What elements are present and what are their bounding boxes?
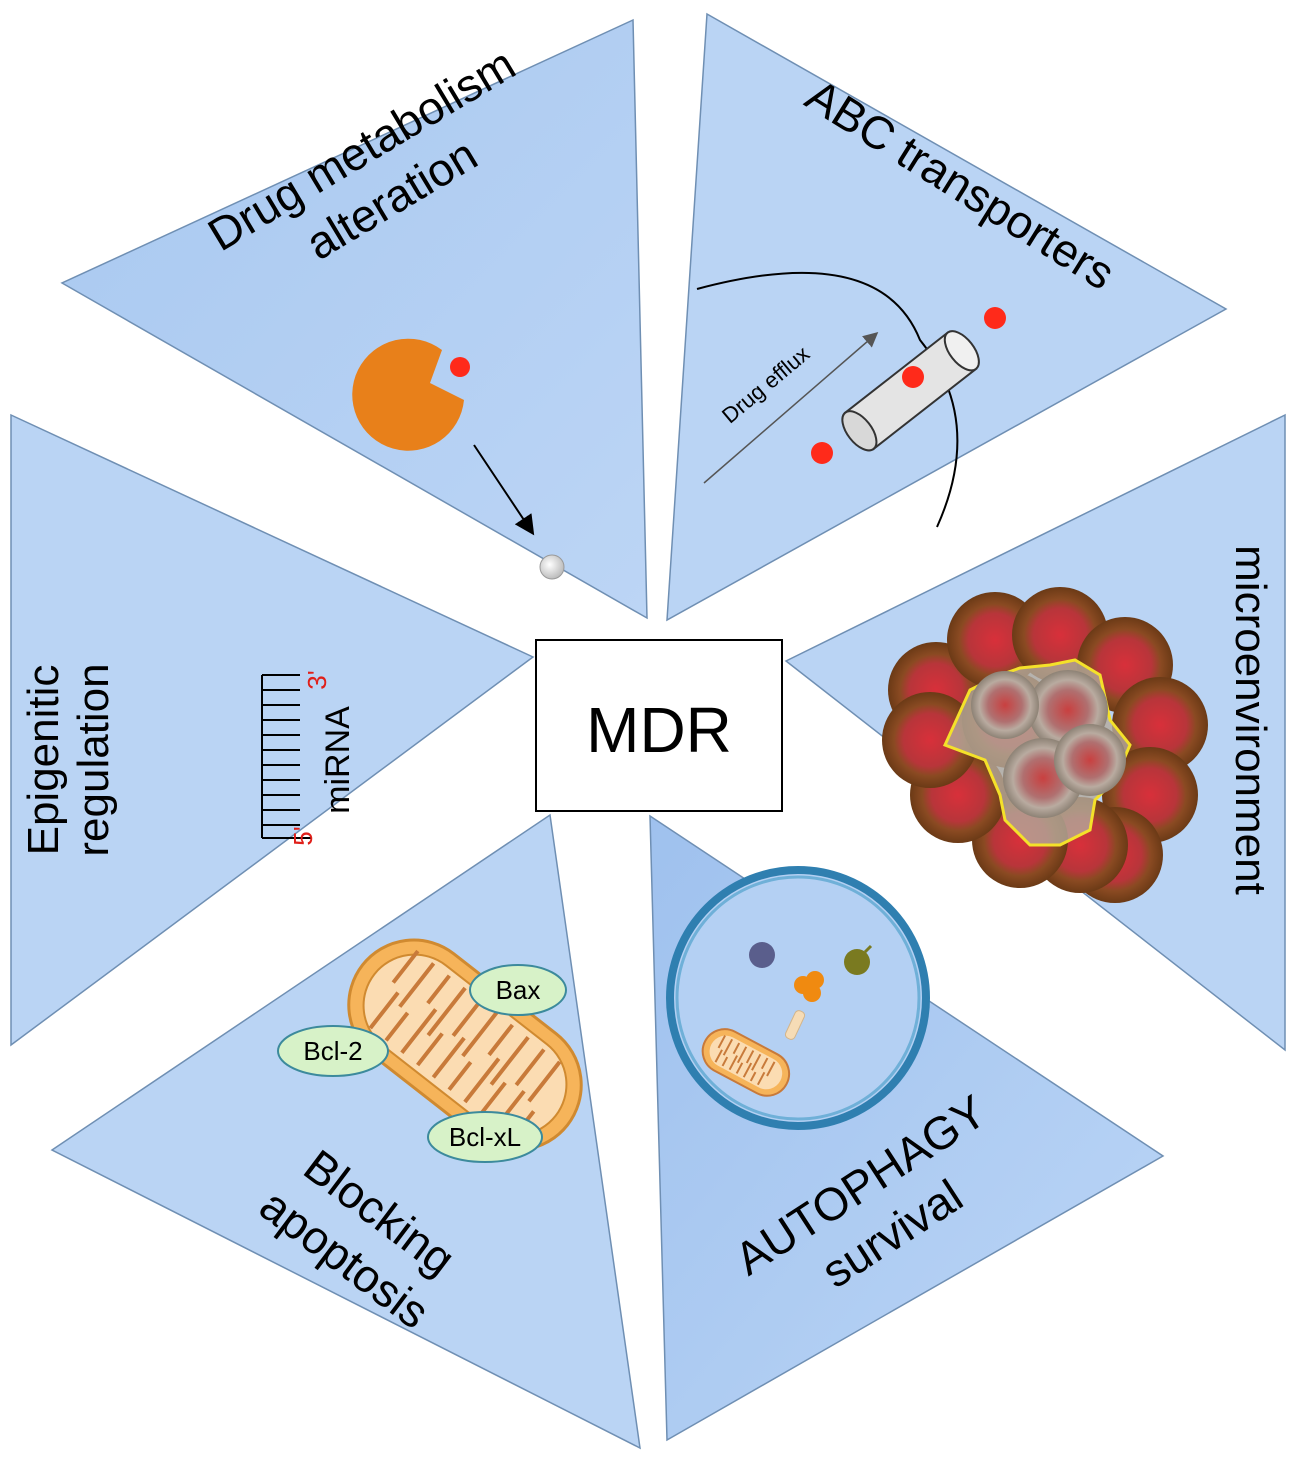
svg-text:5': 5' — [288, 826, 318, 845]
drug-dot-inside-icon — [811, 442, 833, 464]
svg-text:Bax: Bax — [496, 975, 541, 1005]
enzyme-pacman-icon — [352, 338, 464, 451]
svg-text:Bcl-xL: Bcl-xL — [449, 1122, 521, 1152]
svg-text:regulation: regulation — [69, 663, 118, 856]
svg-text:Bcl-2: Bcl-2 — [303, 1036, 362, 1066]
mirna-3prime-label: 3' — [302, 670, 332, 689]
drug-dot-transport-icon — [902, 366, 924, 388]
metabolism-arrow-icon — [473, 444, 535, 536]
segment-abc-transporters — [666, 12, 1228, 622]
tumor-cell-cluster-icon — [882, 587, 1208, 903]
mirna-5prime-label: 5' — [288, 826, 318, 845]
abc-transporter-cylinder-icon — [841, 330, 980, 452]
drug-dot-outside-icon — [984, 307, 1006, 329]
center-label: MDR — [586, 694, 732, 766]
epigenetic-title: Epigenitic regulation — [19, 663, 118, 856]
segment-drug-metabolism — [60, 18, 648, 620]
mirna-label: miRNA — [319, 706, 357, 814]
protein-bax: Bax — [469, 964, 567, 1016]
protein-bclxl: Bcl-xL — [427, 1111, 543, 1163]
drug-efflux-arrow-icon — [703, 332, 879, 484]
microenvironment-title: microenvironment — [1226, 545, 1275, 895]
autophagosome-icon — [666, 866, 930, 1130]
cell-membrane-arc — [696, 271, 959, 528]
drug-molecule-icon — [450, 357, 470, 377]
svg-text:microenvironment: microenvironment — [1226, 545, 1275, 895]
svg-text:3': 3' — [302, 670, 332, 689]
center-box — [535, 639, 783, 812]
metabolite-sphere-icon — [539, 554, 565, 580]
segment-epigenetic — [10, 413, 535, 1047]
svg-text:Epigenitic: Epigenitic — [19, 665, 68, 856]
protein-bcl2: Bcl-2 — [277, 1025, 389, 1077]
mirna-strand-icon — [261, 674, 312, 839]
svg-text:miRNA: miRNA — [319, 706, 357, 814]
